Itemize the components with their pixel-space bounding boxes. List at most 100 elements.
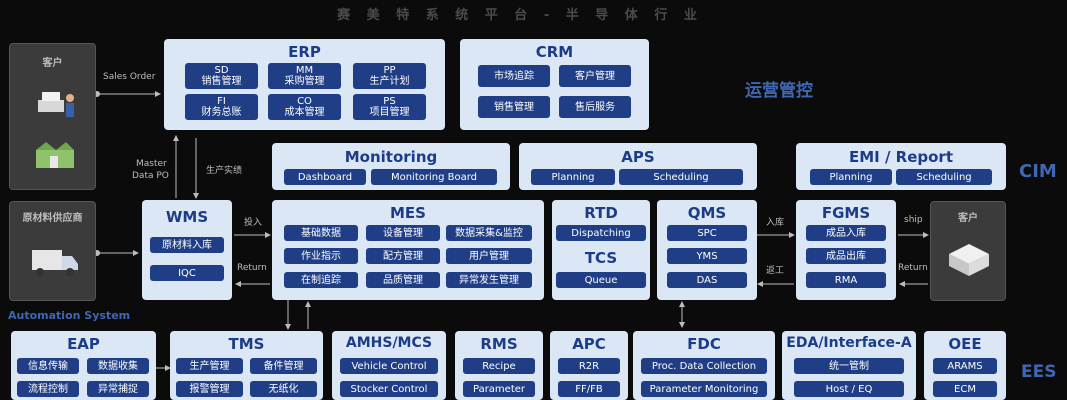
emi-report-box: EMI / Report Planning Scheduling [796,143,1006,190]
qms-item[interactable]: SPC [667,225,747,241]
apc-item[interactable]: R2R [558,358,620,374]
oee-title: OEE [948,335,982,353]
fgms-item[interactable]: 成品出库 [806,248,886,264]
tms-box: TMS 生产管理 备件管理 报警管理 无纸化 [170,331,323,400]
eda-item[interactable]: 统一管制 [794,358,904,374]
mes-item[interactable]: 配方管理 [366,248,440,264]
data-po-label: Data PO [132,171,169,181]
crm-item[interactable]: 售后服务 [559,96,631,118]
ops-control-label: 运营管控 [745,81,813,101]
input-label: 投入 [244,218,263,228]
wms-item[interactable]: 原材料入库 [150,237,224,253]
factory-icon [34,136,78,174]
mes-item[interactable]: 品质管理 [366,272,440,288]
fdc-item[interactable]: Proc. Data Collection [641,358,767,374]
mes-item[interactable]: 数据采集&监控 [446,225,532,241]
monitoring-item[interactable]: Dashboard [284,169,366,185]
tms-item[interactable]: 报警管理 [176,381,243,397]
monitoring-item[interactable]: Monitoring Board [371,169,497,185]
fgms-item[interactable]: RMA [806,272,886,288]
eap-title: EAP [67,335,100,353]
mes-item[interactable]: 在制追踪 [284,272,358,288]
eap-item[interactable]: 信息传输 [17,358,79,374]
tms-item[interactable]: 备件管理 [250,358,317,374]
monitoring-title: Monitoring [344,148,438,166]
rework-label: 返工 [766,266,785,276]
emi-item[interactable]: Scheduling [896,169,992,185]
supplier-box: 原材料供应商 [9,201,96,301]
mes-item[interactable]: 设备管理 [366,225,440,241]
crm-item[interactable]: 销售管理 [478,96,550,118]
qms-item[interactable]: DAS [667,272,747,288]
customer-left-box: 客户 [9,43,96,190]
apc-box: APC R2R FF/FB [550,331,628,400]
eda-item[interactable]: Host / EQ [794,381,904,397]
tcs-item[interactable]: Queue [556,272,646,288]
truck-icon [30,244,80,284]
mes-box: MES 基础数据 设备管理 数据采集&监控 作业指示 配方管理 用户管理 在制追… [272,200,544,300]
rtd-title: RTD [584,204,618,222]
tms-item[interactable]: 无纸化 [250,381,317,397]
mes-item[interactable]: 基础数据 [284,225,358,241]
mes-item[interactable]: 用户管理 [446,248,532,264]
fgms-title: FGMS [821,204,871,222]
eap-box: EAP 信息传输 数据收集 流程控制 异常捕捉 [11,331,156,400]
rtd-item[interactable]: Dispatching [556,225,646,241]
production-label: 生产实绩 [206,166,243,176]
wms-item[interactable]: IQC [150,265,224,281]
warehouse-icon [945,238,993,282]
qms-item[interactable]: YMS [667,248,747,264]
crm-box: CRM 市场追踪 客户管理 销售管理 售后服务 [460,39,649,130]
aps-item[interactable]: Scheduling [619,169,743,185]
cim-label: CIM [1019,161,1057,182]
customer-left-label: 客户 [42,58,63,69]
oee-item[interactable]: ECM [933,381,997,397]
warehouse-in-label: 入库 [766,218,785,228]
rms-box: RMS Recipe Parameter [455,331,543,400]
rms-item[interactable]: Parameter [463,381,535,397]
oee-box: OEE ARAMS ECM [924,331,1006,400]
amhs-item[interactable]: Stocker Control [340,381,438,397]
fgms-box: FGMS 成品入库 成品出库 RMA [796,200,896,300]
wms-title: WMS [165,208,209,226]
eda-title: EDA/Interface-A [786,335,912,351]
amhs-item[interactable]: Vehicle Control [340,358,438,374]
tms-item[interactable]: 生产管理 [176,358,243,374]
return-left-label: Return [237,263,267,273]
crm-item[interactable]: 客户管理 [559,65,631,87]
mes-title: MES [390,204,426,222]
tms-title: TMS [228,335,265,353]
eap-item[interactable]: 异常捕捉 [87,381,149,397]
fdc-title: FDC [687,335,721,353]
fgms-item[interactable]: 成品入库 [806,225,886,241]
ees-label: EES [1021,362,1057,382]
aps-item[interactable]: Planning [531,169,615,185]
oee-item[interactable]: ARAMS [933,358,997,374]
wms-box: WMS 原材料入库 IQC [142,200,232,300]
eap-item[interactable]: 数据收集 [87,358,149,374]
fdc-item[interactable]: Parameter Monitoring [641,381,767,397]
rms-item[interactable]: Recipe [463,358,535,374]
sales-order-label: Sales Order [103,72,156,82]
emi-item[interactable]: Planning [810,169,892,185]
crm-item[interactable]: 市场追踪 [478,65,550,87]
erp-title: ERP [288,43,321,61]
ship-label: ship [904,215,923,225]
customer-right-box: 客户 [930,201,1006,301]
mes-item[interactable]: 作业指示 [284,248,358,264]
monitoring-box: Monitoring Dashboard Monitoring Board [272,143,510,190]
apc-item[interactable]: FF/FB [558,381,620,397]
qms-title: QMS [687,204,727,222]
platform-slogan: 赛 美 特 系 统 平 台 - 半 导 体 行 业 [337,8,703,23]
eap-item[interactable]: 流程控制 [17,381,79,397]
mes-item[interactable]: 异常发生管理 [446,272,532,288]
master-label: Master [136,159,167,169]
